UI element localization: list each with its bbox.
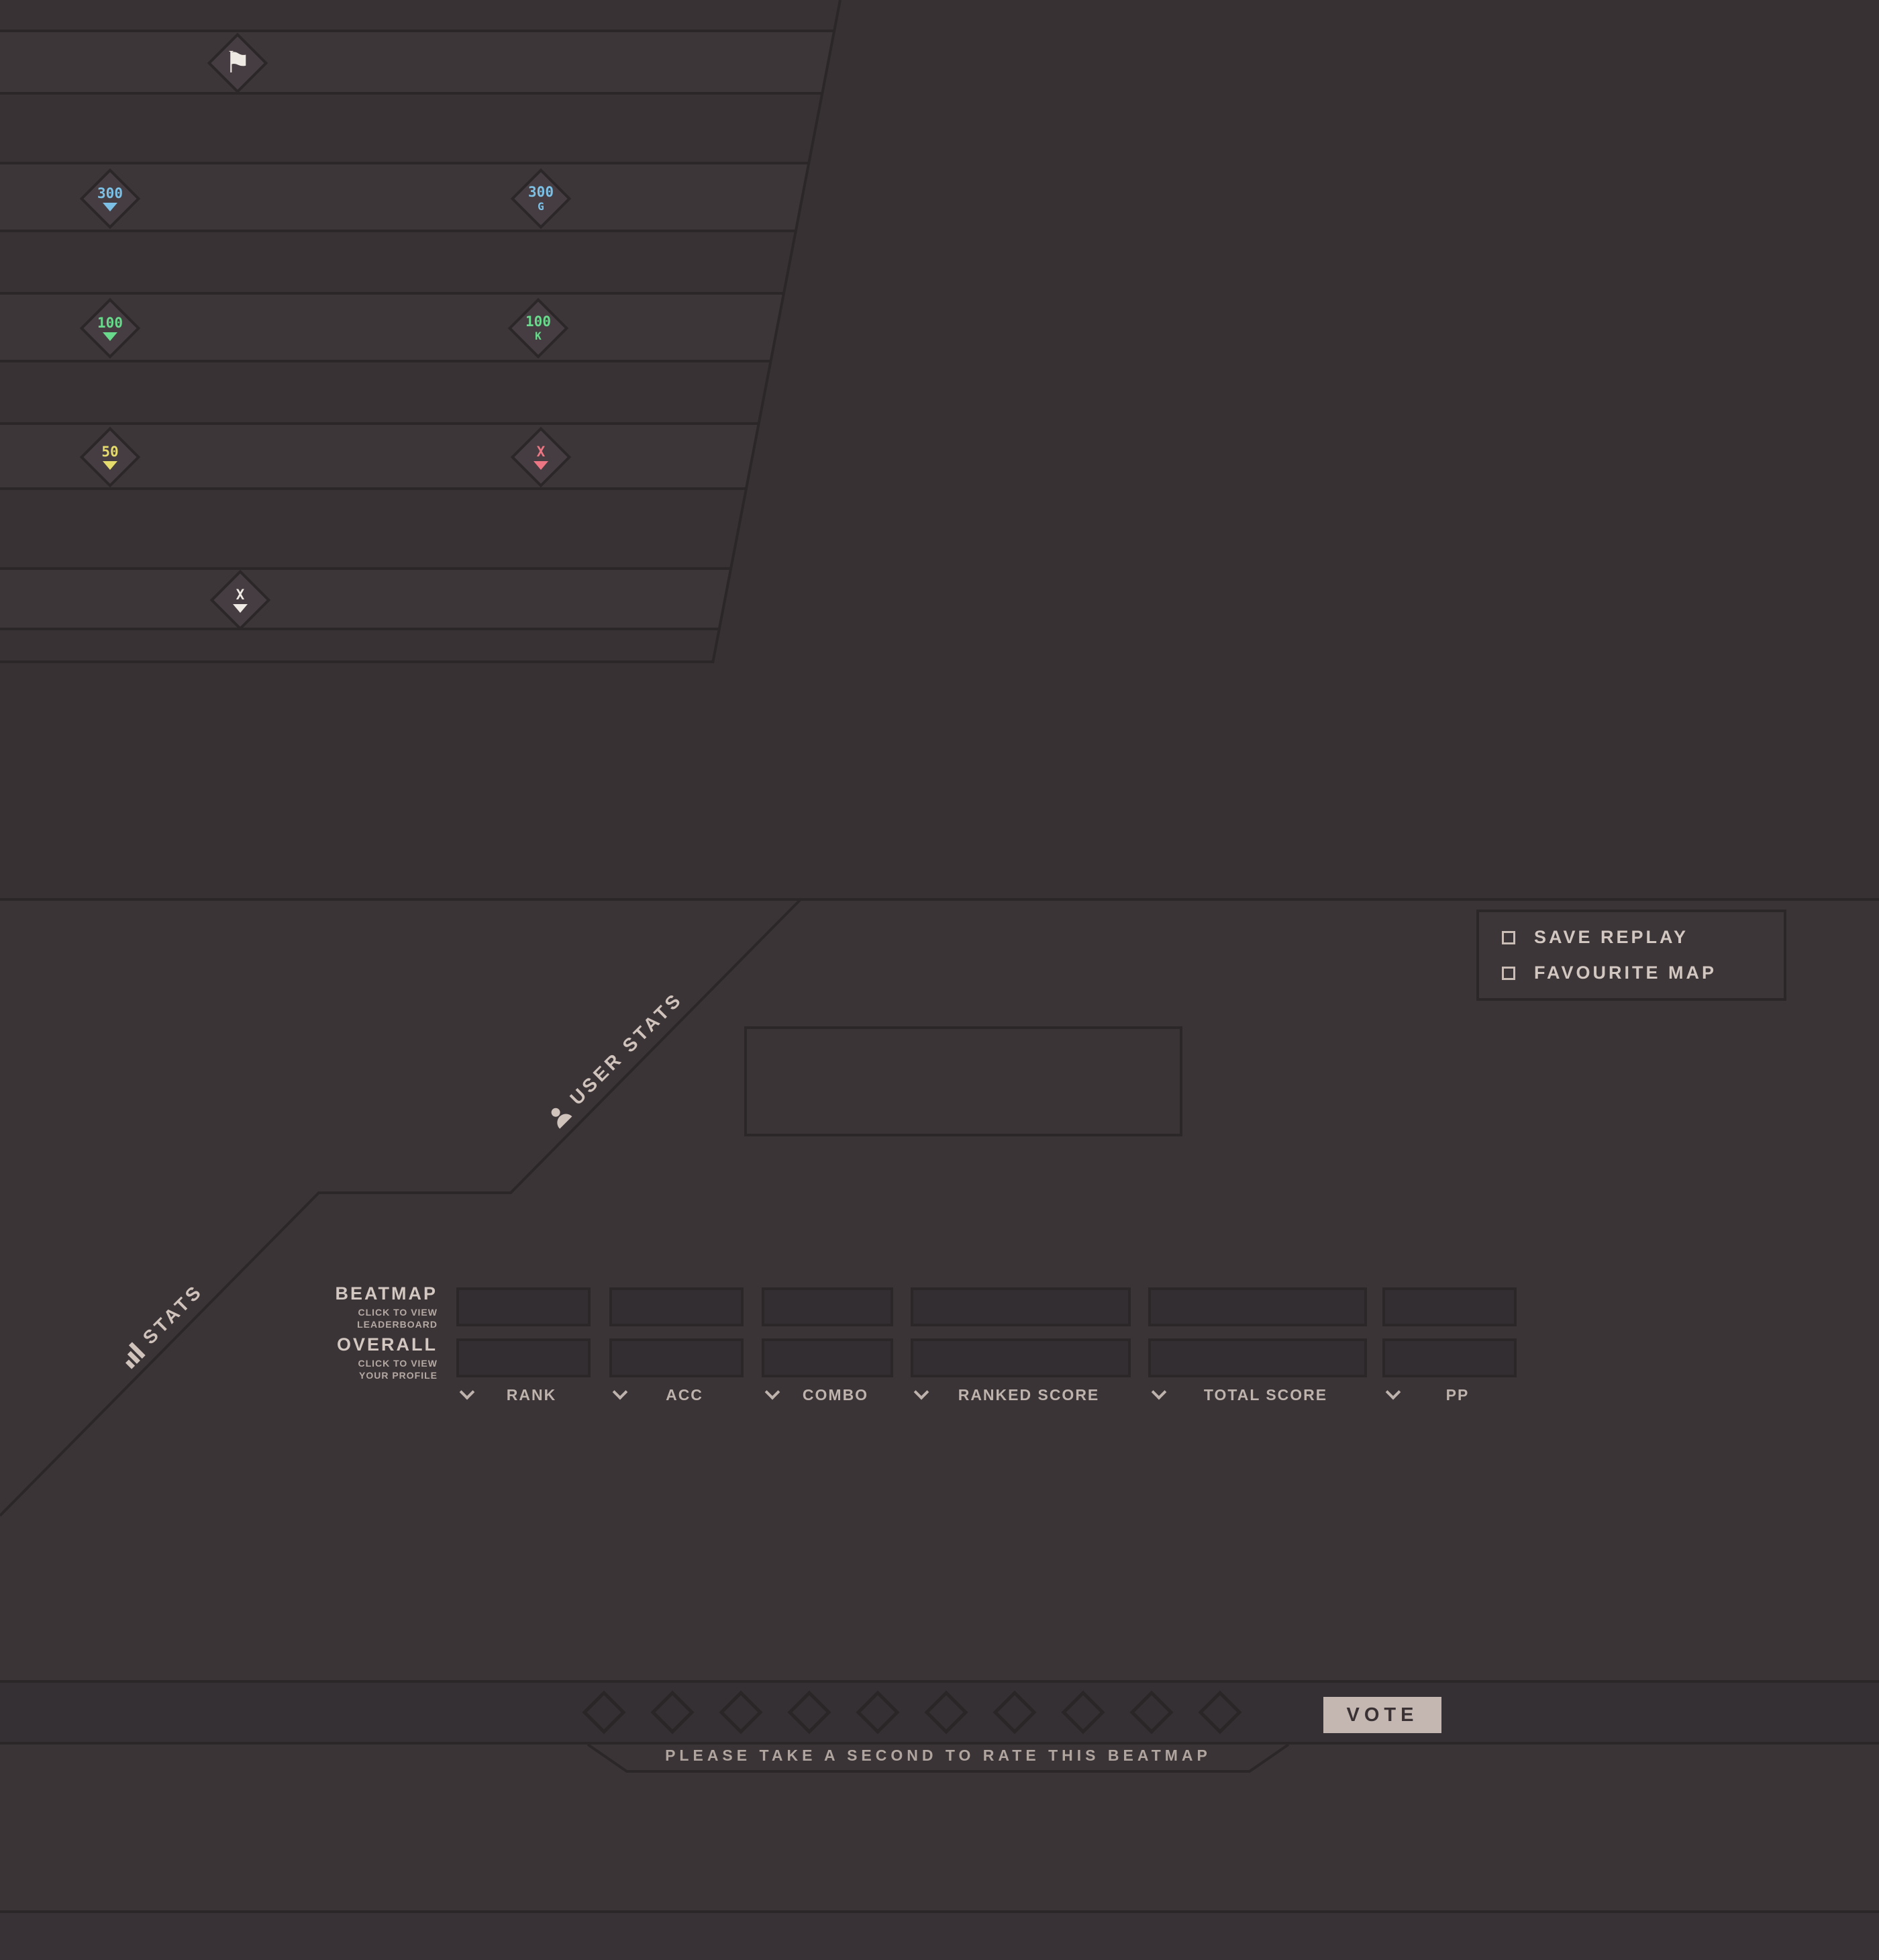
hit100-icon: 100 [79,297,141,359]
save-replay-checkbox[interactable] [1502,930,1515,944]
hit300g-label: 300 [528,184,554,200]
replay-actions-box: SAVE REPLAY FAVOURITE MAP [1476,910,1786,1001]
column-label-combo: COMBO [762,1383,893,1407]
sliderbreak-row [0,570,840,630]
hit100k-icon: 100 K [507,297,569,359]
beatmap-caption-title: BEATMAP [335,1283,438,1304]
hit50-icon: 50 [79,426,141,488]
beatmap-caption-sub2: LEADERBOARD [357,1319,438,1330]
miss-label: X [536,443,546,460]
column-label-ranked-score: RANKED SCORE [911,1383,1131,1407]
hit300-label: 300 [97,185,123,201]
triangle-glyph [534,460,548,470]
rating-diamond[interactable] [993,1690,1037,1734]
panel-row [0,490,840,570]
rating-diamond[interactable] [856,1690,900,1734]
rating-diamond[interactable] [1129,1690,1174,1734]
overall-acc-box [609,1338,744,1377]
flag-icon: ⚑ [207,32,268,94]
overall-caption-sub2: YOUR PROFILE [358,1370,438,1381]
save-replay-button[interactable]: SAVE REPLAY [1502,927,1784,948]
beatmap-combo-box [762,1287,893,1326]
beatmap-ranked-score-box [911,1287,1131,1326]
grade-placeholder-box [744,1026,1182,1136]
hit-results-panel: ⚑ 300 300 G 100 100 [0,0,840,663]
overall-rank-box [456,1338,591,1377]
bottom-strip [0,1913,1879,1960]
triangle-glyph [103,460,117,470]
column-label-total-score: TOTAL SCORE [1148,1383,1367,1407]
favourite-map-checkbox[interactable] [1502,966,1515,980]
rating-bar [0,1680,1879,1745]
panel-row [0,362,840,425]
favourite-map-label: FAVOURITE MAP [1534,963,1717,983]
slider-break-label: X [236,586,245,603]
panel-row [0,630,840,663]
rating-diamond[interactable] [650,1690,695,1734]
hit100k-sub-label: K [535,330,542,342]
triangle-glyph [233,603,248,613]
hit300-icon: 300 [79,168,141,230]
overall-pp-box [1382,1338,1517,1377]
flag-row [0,32,840,95]
beatmap-rank-box [456,1287,591,1326]
hit50-label: 50 [101,443,119,460]
rating-prompt-text: PLEASE TAKE A SECOND TO RATE THIS BEATMA… [665,1747,1211,1764]
rating-diamonds [582,1690,1242,1734]
hit300g-sub-label: G [538,200,544,213]
beatmap-leaderboard-link[interactable]: BEATMAP CLICK TO VIEW LEADERBOARD [336,1285,438,1330]
hit100k-label: 100 [525,313,551,330]
favourite-map-button[interactable]: FAVOURITE MAP [1502,963,1784,983]
overall-total-score-box [1148,1338,1367,1377]
vote-button[interactable]: VOTE [1323,1697,1441,1733]
save-replay-label: SAVE REPLAY [1534,927,1689,947]
rating-diamond[interactable] [924,1690,968,1734]
column-label-rank: RANK [456,1383,591,1407]
rating-diamond[interactable] [582,1690,626,1734]
column-label-pp: PP [1382,1383,1517,1407]
panel-row [0,95,840,164]
overall-caption-sub1: CLICK TO VIEW [358,1358,438,1369]
beatmap-pp-box [1382,1287,1517,1326]
miss-icon: X [510,426,572,488]
overall-combo-box [762,1338,893,1377]
beatmap-acc-box [609,1287,744,1326]
column-label-acc: ACC [609,1383,744,1407]
rating-diamond[interactable] [719,1690,763,1734]
panel-row [0,0,840,32]
triangle-glyph [103,332,117,341]
rating-diamond[interactable] [1198,1690,1242,1734]
overall-caption-title: OVERALL [336,1334,438,1355]
rating-diamond[interactable] [1061,1690,1105,1734]
slider-break-icon: X [209,569,271,631]
beatmap-total-score-box [1148,1287,1367,1326]
hit300g-icon: 300 G [510,168,572,230]
rating-diamond[interactable] [787,1690,831,1734]
overall-ranked-score-box [911,1338,1131,1377]
beatmap-caption-sub1: CLICK TO VIEW [358,1307,438,1318]
flag-glyph: ⚑ [224,46,251,79]
panel-row [0,232,840,295]
triangle-glyph [103,202,117,211]
overall-profile-link[interactable]: OVERALL CLICK TO VIEW YOUR PROFILE [337,1336,438,1381]
hit100-label: 100 [97,314,123,331]
